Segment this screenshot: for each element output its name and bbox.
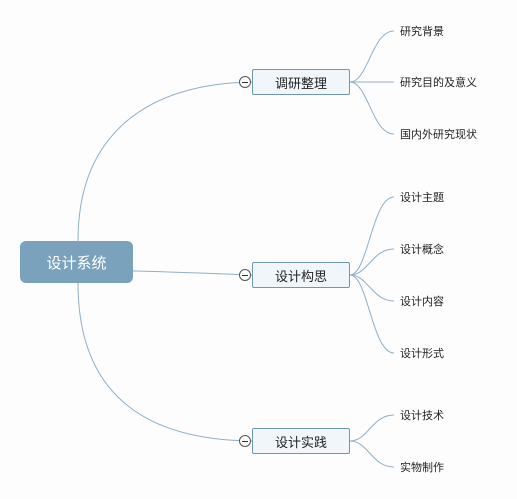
leaf-label: 设计技术 — [400, 409, 444, 422]
connector-branch-3-leaf-2 — [349, 440, 395, 468]
leaf-node[interactable]: 设计主题 — [400, 189, 444, 205]
root-node[interactable]: 设计系统 — [20, 241, 133, 283]
connector-root-to-branch-3 — [77, 282, 253, 442]
connector-branch-2-leaf-3 — [349, 274, 395, 302]
connector-branch-2-leaf-1 — [349, 196, 395, 276]
leaf-node[interactable]: 国内外研究现状 — [400, 126, 477, 142]
leaf-label: 研究背景 — [400, 25, 444, 38]
leaf-node[interactable]: 实物制作 — [400, 459, 444, 475]
leaf-label: 设计形式 — [400, 347, 444, 360]
branch-node-practice[interactable]: 设计实践 — [252, 428, 350, 454]
connector-branch-2-leaf-4 — [349, 274, 395, 354]
branch-label: 设计实践 — [274, 435, 327, 451]
leaf-node[interactable]: 研究目的及意义 — [400, 74, 477, 90]
leaf-node[interactable]: 设计内容 — [400, 293, 444, 309]
connector-branch-1-leaf-1 — [349, 30, 395, 83]
connector-branch-2-leaf-2 — [349, 248, 395, 276]
collapse-toggle-branch-3[interactable] — [239, 435, 251, 447]
root-label: 设计系统 — [46, 253, 107, 272]
leaf-label: 设计内容 — [400, 295, 444, 308]
leaf-label: 设计主题 — [400, 191, 444, 204]
leaf-node[interactable]: 设计概念 — [400, 241, 444, 257]
leaf-node[interactable]: 设计技术 — [400, 407, 444, 423]
leaf-node[interactable]: 设计形式 — [400, 345, 444, 361]
branch-node-concept[interactable]: 设计构思 — [252, 262, 350, 288]
branch-label: 调研整理 — [274, 76, 327, 92]
branch-label: 设计构思 — [274, 269, 327, 285]
leaf-node[interactable]: 研究背景 — [400, 23, 444, 39]
branch-node-research[interactable]: 调研整理 — [252, 69, 350, 95]
connector-root-to-branch-2 — [132, 270, 253, 276]
leaf-label: 国内外研究现状 — [400, 128, 477, 141]
connector-branch-1-leaf-3 — [349, 81, 395, 135]
leaf-label: 研究目的及意义 — [400, 76, 477, 89]
leaf-label: 设计概念 — [400, 243, 444, 256]
collapse-toggle-branch-1[interactable] — [239, 76, 251, 88]
collapse-toggle-branch-2[interactable] — [239, 269, 251, 281]
connector-branch-3-leaf-1 — [349, 414, 395, 442]
leaf-label: 实物制作 — [400, 461, 444, 474]
connector-root-to-branch-1 — [77, 81, 253, 242]
